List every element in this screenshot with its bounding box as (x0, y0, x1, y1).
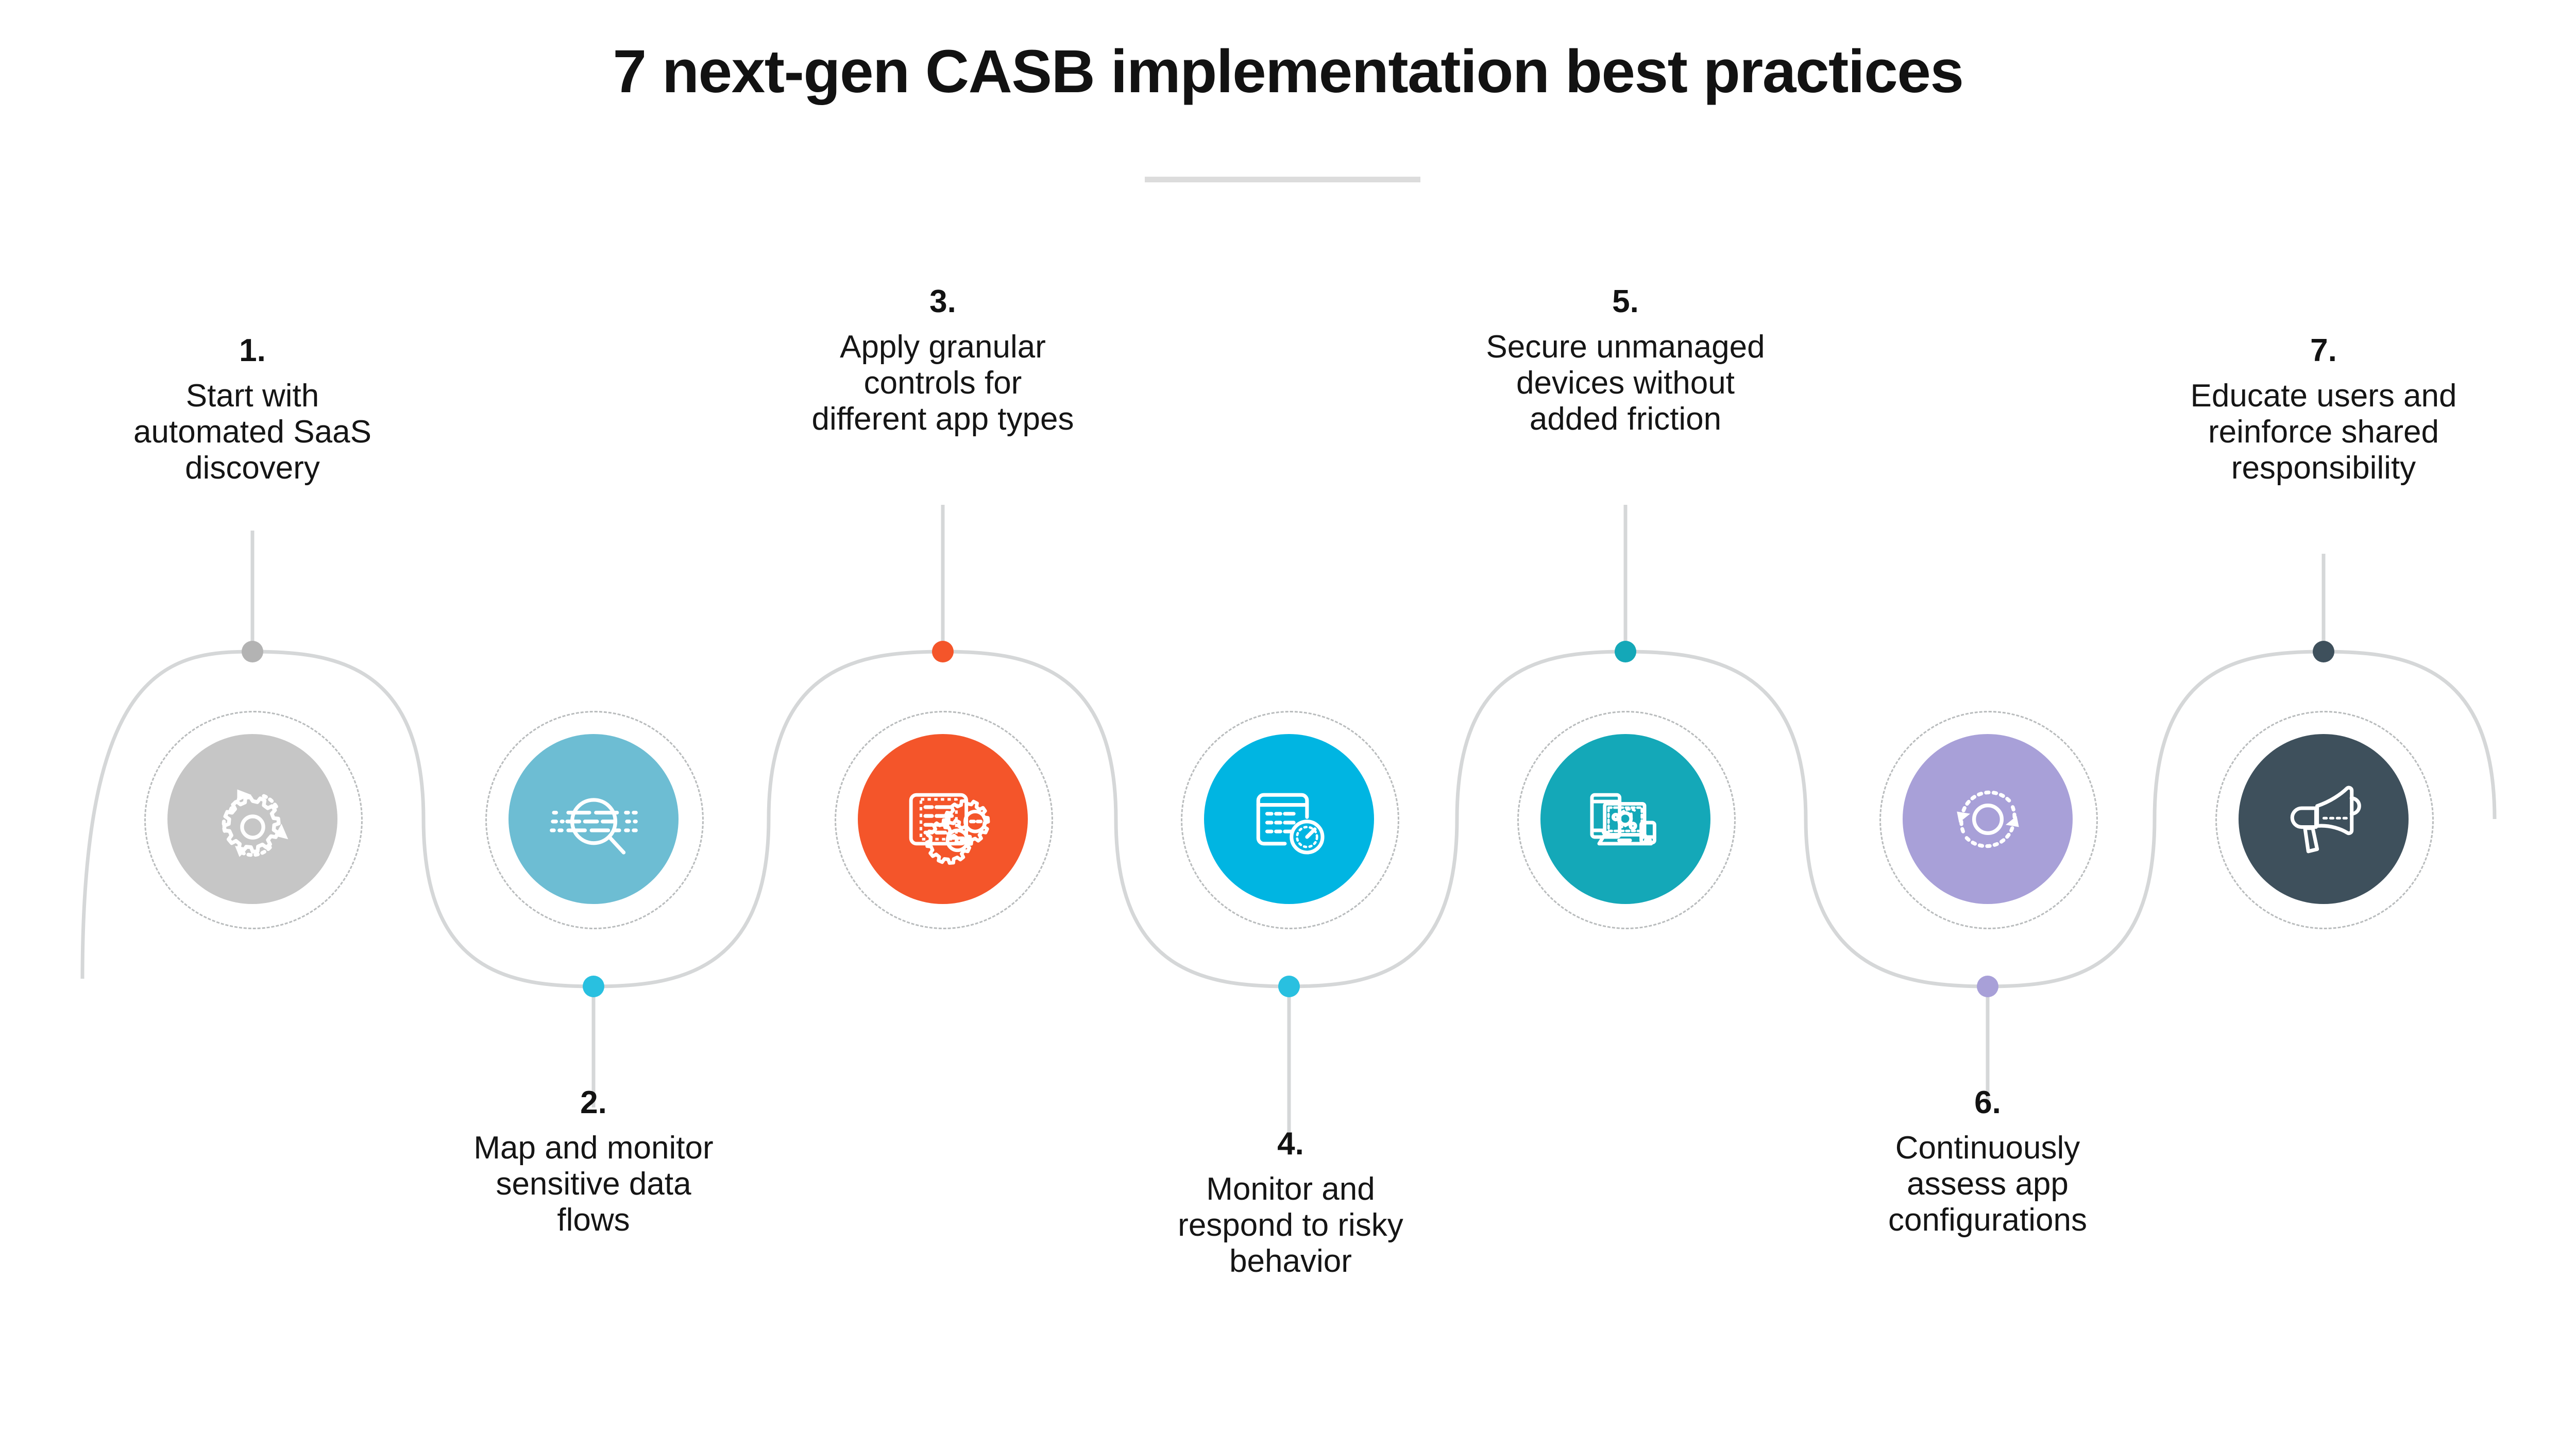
connector-dot-6 (1977, 976, 1998, 997)
step-label-7: Educate users and reinforce shared respo… (2190, 378, 2457, 486)
step-text-7: 7. Educate users and reinforce shared re… (2107, 335, 2540, 486)
step-text-3: 3. Apply granular controls for different… (719, 286, 1167, 437)
step-node-6[interactable] (1879, 711, 2098, 929)
step-text-2: 2. Map and monitor sensitive data flows (387, 1087, 800, 1238)
dashed-ring (144, 711, 363, 929)
step-label-3: Apply granular controls for different ap… (811, 329, 1074, 437)
connector-dot-7 (2313, 641, 2334, 662)
dashed-ring (1517, 711, 1736, 929)
step-number-4: 4. (1277, 1126, 1304, 1162)
step-label-5: Secure unmanaged devices without added f… (1486, 329, 1765, 437)
connector-dot-2 (583, 976, 604, 997)
connector-dot-1 (242, 641, 263, 662)
refresh-cycle-icon (1933, 764, 2043, 875)
step-node-5[interactable] (1517, 711, 1736, 929)
step-number-3: 3. (929, 284, 956, 319)
megaphone-icon (2268, 764, 2379, 875)
page-title: 7 next-gen CASB implementation best prac… (613, 38, 1964, 106)
step-node-4[interactable] (1181, 711, 1399, 929)
step-node-7[interactable] (2215, 711, 2434, 929)
step-text-6: 6. Continuously assess app configuration… (1782, 1087, 2194, 1238)
step-label-4: Monitor and respond to risky behavior (1178, 1171, 1403, 1280)
connector-dot-3 (932, 641, 954, 662)
gear-cycle-icon (197, 764, 308, 875)
header: 7 next-gen CASB implementation best prac… (0, 0, 2576, 206)
step-number-2: 2. (580, 1085, 607, 1120)
magnifier-data-flow-icon (538, 764, 649, 875)
step-label-1: Start with automated SaaS discovery (133, 378, 371, 486)
dashed-ring (485, 711, 704, 929)
step-number-6: 6. (1974, 1085, 2001, 1120)
dashed-ring (1879, 711, 2098, 929)
connector-dot-4 (1278, 976, 1300, 997)
step-text-4: 4. Monitor and respond to risky behavior (1074, 1128, 1507, 1280)
step-node-2[interactable] (485, 711, 704, 929)
step-label-2: Map and monitor sensitive data flows (473, 1130, 714, 1238)
step-text-1: 1. Start with automated SaaS discovery (46, 335, 459, 486)
step-label-6: Continuously assess app configurations (1888, 1130, 2088, 1238)
step-number-7: 7. (2310, 333, 2337, 368)
dashed-ring (1181, 711, 1399, 929)
step-node-1[interactable] (144, 711, 363, 929)
document-gears-icon (888, 764, 998, 875)
step-text-5: 5. Secure unmanaged devices without adde… (1399, 286, 1852, 437)
dashed-ring (2215, 711, 2434, 929)
step-number-1: 1. (239, 333, 266, 368)
step-number-5: 5. (1612, 284, 1639, 319)
window-gauge-icon (1234, 764, 1345, 875)
connector-dot-5 (1615, 641, 1636, 662)
multi-device-icon (1570, 764, 1681, 875)
title-divider (1145, 177, 1420, 182)
dashed-ring (835, 711, 1053, 929)
step-node-3[interactable] (835, 711, 1053, 929)
